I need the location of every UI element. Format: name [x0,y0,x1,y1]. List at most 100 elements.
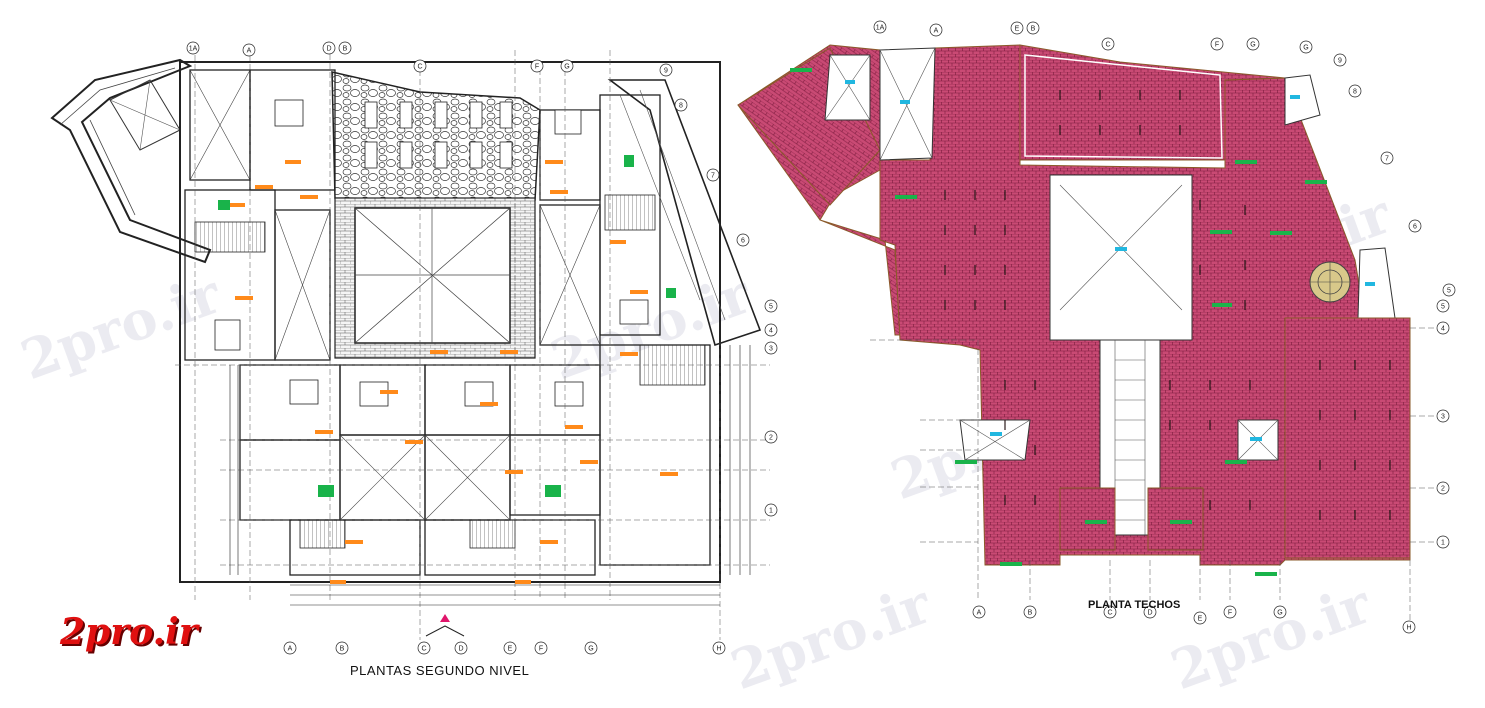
axis-bubble-circle [659,63,673,77]
axis-bubble: 6 [1408,219,1422,233]
axis-bubble-circle [417,641,431,655]
watermark-text: 2pro.ir [1163,571,1380,702]
stairs [194,194,706,549]
axis-bubble-label: 9 [664,68,668,75]
axis-bubble-label: D [326,46,331,53]
axis-bubble: 1 [1436,535,1450,549]
axis-bubble-circle [873,20,887,34]
roof-north-inner [1024,54,1223,159]
axis-bubble-circle [712,641,726,655]
axis-bubble-label: A [934,28,939,35]
axis-bubble-circle [186,41,200,55]
axis-bubble: 8 [1348,84,1362,98]
axis-bubble-label: 4 [769,328,773,335]
axis-bubble: 1A [873,20,887,34]
axis-bubble: 7 [706,168,720,182]
axis-bubble: H [1402,620,1416,634]
axis-bubble: B [1023,605,1037,619]
axis-bubble-label: 6 [1413,224,1417,231]
axis-bubble: A [242,43,256,57]
axis-bubble: G [1246,37,1260,51]
axis-bubble-label: A [247,48,252,55]
axis-bubble: F [530,59,544,73]
axis-bubble-circle [1193,611,1207,625]
axis-bubble: F [1210,37,1224,51]
axis-bubble-label: A [288,646,293,653]
axis-bubble: C [413,59,427,73]
axis-bubble: F [1223,605,1237,619]
axis-bubble: H [712,641,726,655]
axis-bubble-circle [338,41,352,55]
axis-bubble-circle [764,430,778,444]
axis-bubble: D [454,641,468,655]
axis-bubble: E [1010,21,1024,35]
axis-bubble-label: G [1303,45,1308,52]
axis-bubble: G [584,641,598,655]
axis-bubble-circle [1402,620,1416,634]
axis-bubble-circle [764,503,778,517]
axis-bubble-label: 1 [769,508,773,515]
axis-bubble-label: 5 [1441,304,1445,311]
axis-bubble: B [335,641,349,655]
green-slope-labels [790,68,1327,576]
axis-bubble-label: G [564,64,569,71]
axis-bubble-circle [534,641,548,655]
axis-bubble-circle [1103,605,1117,619]
axis-bubble-label: 3 [1441,414,1445,421]
axis-bubble-label: C [417,64,422,71]
axis-bubble-label: 7 [1385,156,1389,163]
axis-bubble: 4 [764,323,778,337]
axis-bubble-circle [972,605,986,619]
axis-bubble-circle [322,41,336,55]
axis-bubble-circle [1223,605,1237,619]
axis-bubble-circle [242,43,256,57]
axis-bubble-label: 8 [679,103,683,110]
slope-arrows [944,90,1391,520]
axis-bubble: E [503,641,517,655]
central-void-cross [354,207,511,344]
axis-bubble-label: B [1028,610,1033,617]
main-block-outline [179,61,721,583]
axis-bubble-label: 7 [711,173,715,180]
axis-bubble-label: A [977,610,982,617]
watermark-text: 2pro.ir [723,571,940,702]
axis-bubble-circle [764,341,778,355]
axis-bubble-circle [1023,605,1037,619]
axis-bubble-label: E [1015,26,1020,33]
axis-bubble-label: B [340,646,345,653]
axis-bubble-label: F [1228,610,1232,617]
axis-bubble-circle [929,23,943,37]
axis-bubble-circle [1436,321,1450,335]
dimension-lines [229,345,751,606]
axis-bubble-circle [560,59,574,73]
axis-bubble: 6 [736,233,750,247]
beds [214,99,649,407]
roof-grid-lines [870,327,1438,620]
axis-bubble: 7 [1380,151,1394,165]
axis-bubble: B [1026,21,1040,35]
axis-bubble-circle [335,641,349,655]
axis-bubble-circle [1442,283,1456,297]
water-tank [1309,261,1351,303]
axis-bubble-label: G [588,646,593,653]
axis-bubble-circle [674,98,688,112]
axis-bubble-label: H [1406,625,1411,632]
axis-bubble-label: E [508,646,513,653]
cyan-drain-marks [845,80,1375,441]
axis-bubble-label: 5 [769,304,773,311]
axis-bubble-circle [764,323,778,337]
west-wing-wall [50,58,212,264]
axis-bubble-label: E [1198,616,1203,623]
axis-bubble: 2 [1436,481,1450,495]
axis-bubble: G [1299,40,1313,54]
void-cross-marks [189,69,601,521]
axis-bubble: 9 [1333,53,1347,67]
axis-bubble-circle [1026,21,1040,35]
axis-bubble: 2 [764,430,778,444]
east-wing-wall [607,79,762,347]
